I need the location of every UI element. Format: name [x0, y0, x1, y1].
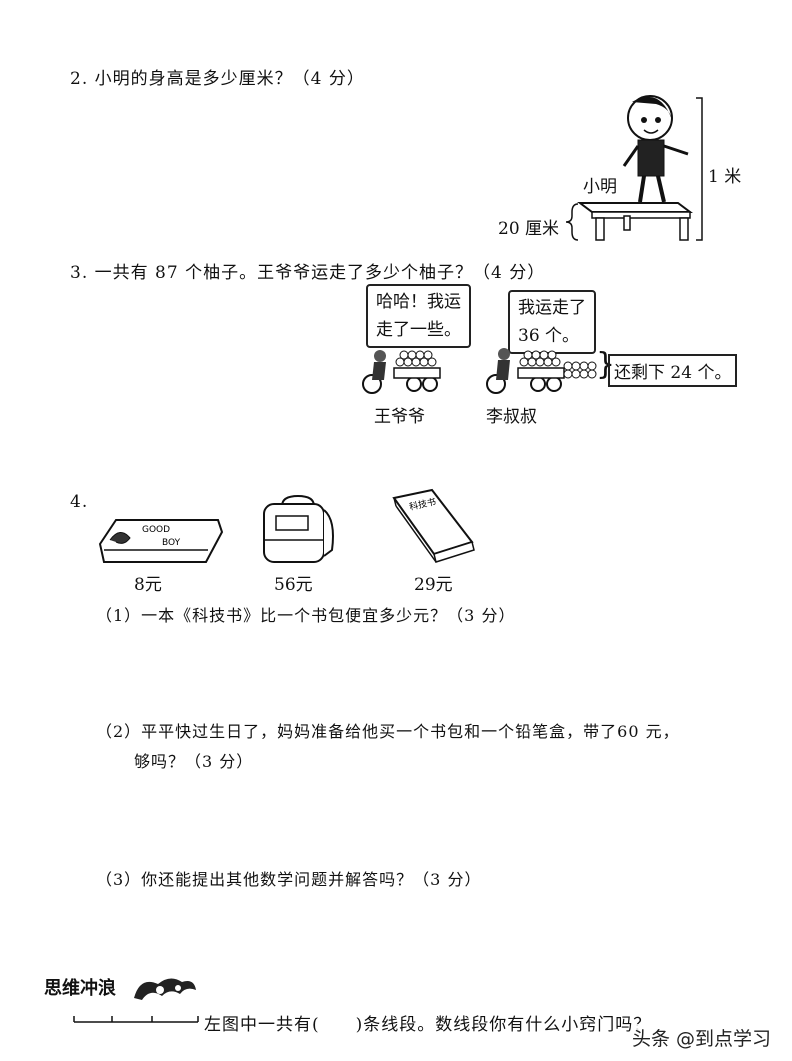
xiaoming-label: 小明 [583, 177, 617, 197]
wang-bubble-line-2: 走了一些。 [376, 320, 461, 340]
li-bubble-line-1: 我运走了 [518, 298, 586, 318]
pencil-case-text-1: GOOD [142, 525, 170, 535]
li-tricycle-icon [486, 348, 565, 394]
watermark-text: 头条 @到点学习 [632, 1024, 772, 1051]
question-4-sub-3: （3）你还能提出其他数学问题并解答吗？（3 分） [96, 870, 482, 889]
question-4-sub-1: （1）一本《科技书》比一个书包便宜多少元？（3 分） [96, 606, 516, 625]
tricycles-figure [362, 348, 597, 394]
table-height-label: 20 厘米 [498, 219, 560, 239]
remaining-label: 还剩下 24 个。 [608, 354, 738, 387]
wang-name-label: 王爷爷 [374, 407, 425, 427]
line-segment-diagram [73, 1016, 199, 1023]
thinking-question: 左图中一共有( )条线段。数线段你有什么小窍门吗？ [204, 1015, 652, 1035]
li-bubble-line-2: 36 个。 [518, 326, 580, 346]
question-2-title: 2. 小明的身高是多少厘米？（4 分） [70, 69, 365, 89]
remaining-brace: } [596, 347, 616, 382]
thinking-section-header: 思维冲浪 [44, 978, 116, 999]
remaining-pomelos-icon [563, 361, 597, 379]
question-3-title: 3. 一共有 87 个柚子。王爷爷运走了多少个柚子？（4 分） [70, 263, 546, 283]
question-4-sub-2-line-2: 够吗？（3 分） [134, 752, 254, 771]
wang-speech-bubble: 哈哈！我运 走了一些。 [366, 284, 471, 348]
wave-icon [134, 978, 196, 1000]
pencil-case-icon: GOOD BOY [98, 519, 224, 563]
book-icon: 科技书 [392, 488, 475, 563]
question-4-sub-2-line-1: （2）平平快过生日了，妈妈准备给他买一个书包和一个铅笔盒，带了60 元， [96, 722, 680, 741]
li-name-label: 李叔叔 [486, 407, 537, 427]
price-pencil-case: 8元 [134, 575, 162, 595]
xiaoming-height-figure [565, 95, 703, 241]
school-bag-icon [263, 494, 334, 563]
height-total-label: 1 米 [708, 167, 742, 187]
wang-bubble-line-1: 哈哈！我运 [376, 292, 461, 312]
li-speech-bubble: 我运走了 36 个。 [508, 290, 596, 354]
price-book: 29元 [414, 575, 453, 595]
price-school-bag: 56元 [274, 575, 313, 595]
table-icon [577, 202, 693, 213]
pencil-case-text-2: BOY [162, 538, 181, 548]
question-4-number: 4. [70, 492, 89, 512]
wang-tricycle-icon [362, 350, 441, 394]
